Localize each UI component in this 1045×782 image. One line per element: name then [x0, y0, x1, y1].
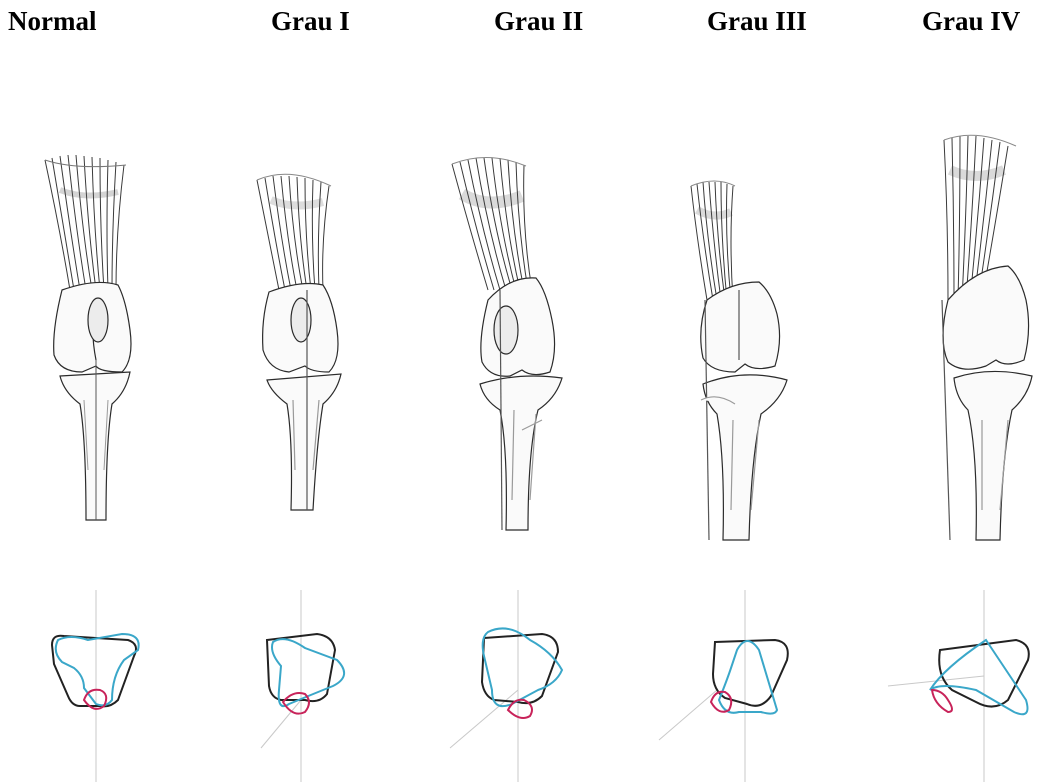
column-grau-3: Grau III — [627, 0, 836, 782]
cross-section-diagram — [52, 590, 139, 782]
tibia — [954, 371, 1032, 540]
knee-illustration-grau-1 — [209, 0, 418, 782]
knee-illustration-normal — [0, 0, 209, 782]
femur-distal — [701, 282, 780, 372]
quadriceps-muscle — [691, 181, 735, 300]
quadriceps-muscle — [45, 155, 126, 290]
cross-section-diagram — [888, 590, 1029, 782]
column-grau-4: Grau IV — [836, 0, 1045, 782]
cross-section-diagram — [450, 590, 562, 782]
column-grau-1: Grau I — [209, 0, 418, 782]
quadriceps-muscle — [452, 157, 532, 290]
column-normal: Normal — [0, 0, 209, 782]
femur-distal — [481, 278, 555, 376]
quadriceps-muscle — [257, 174, 331, 290]
knee-illustration-grau-3 — [627, 0, 836, 782]
knee-illustration-grau-4 — [836, 0, 1045, 782]
cross-section-diagram — [261, 590, 344, 782]
cross-section-diagram — [659, 590, 788, 782]
femur-distal — [263, 284, 338, 372]
column-grau-2: Grau II — [418, 0, 627, 782]
tibia — [60, 360, 130, 520]
knee-illustration-grau-2 — [418, 0, 627, 782]
femur-distal — [54, 282, 131, 372]
